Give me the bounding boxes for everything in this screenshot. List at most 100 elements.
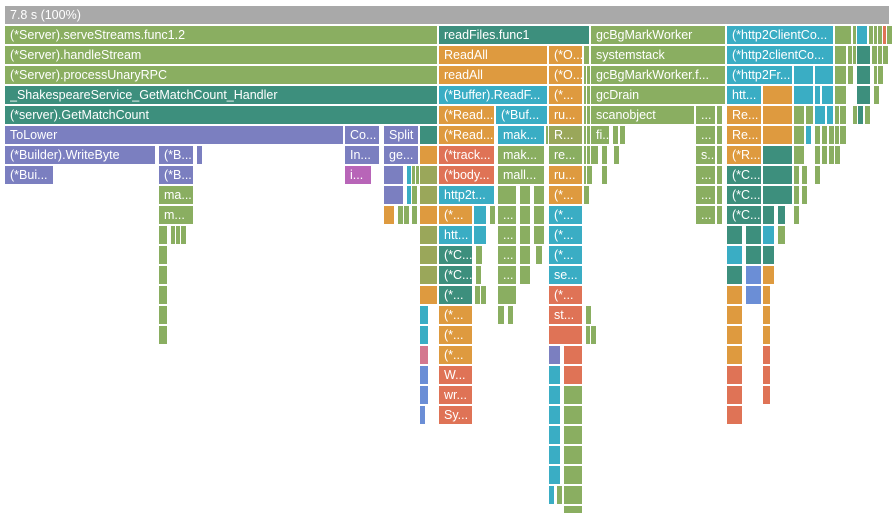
flame-frame-unlabeled[interactable] [793, 145, 805, 165]
flame-frame-unlabeled[interactable] [419, 245, 438, 265]
flame-frame[interactable]: (*R... [726, 145, 762, 165]
flame-frame[interactable]: ... [695, 205, 716, 225]
flame-frame-unlabeled[interactable] [762, 85, 793, 105]
flame-frame[interactable]: (*O... [548, 65, 583, 85]
flame-frame-unlabeled[interactable] [834, 65, 847, 85]
flame-frame[interactable]: gcBgMarkWorker.f... [590, 65, 726, 85]
flame-frame-unlabeled[interactable] [590, 325, 597, 345]
flame-frame-unlabeled[interactable] [411, 205, 418, 225]
flame-frame[interactable]: (*Read... [438, 125, 495, 145]
flame-frame[interactable]: readAll [438, 65, 548, 85]
flame-frame-unlabeled[interactable] [158, 305, 168, 325]
flame-frame-unlabeled[interactable] [519, 185, 531, 205]
flame-frame-unlabeled[interactable] [762, 145, 793, 165]
flame-frame-unlabeled[interactable] [856, 25, 868, 45]
flame-frame[interactable]: W... [438, 365, 473, 385]
flame-frame-unlabeled[interactable] [857, 105, 864, 125]
flame-frame[interactable]: ... [695, 165, 716, 185]
flame-frame-unlabeled[interactable] [563, 405, 583, 425]
flame-frame-unlabeled[interactable] [745, 285, 762, 305]
flame-frame-unlabeled[interactable] [507, 305, 514, 325]
flame-frame-unlabeled[interactable] [519, 265, 531, 285]
flame-frame-unlabeled[interactable] [533, 205, 545, 225]
flame-frame[interactable]: mak... [497, 125, 545, 145]
flame-frame-unlabeled[interactable] [726, 225, 743, 245]
flame-frame-unlabeled[interactable] [619, 125, 626, 145]
flame-frame-unlabeled[interactable] [535, 245, 543, 265]
flame-frame[interactable]: (*C... [726, 165, 762, 185]
flame-frame-unlabeled[interactable] [419, 165, 438, 185]
flame-frame[interactable]: systemstack [590, 45, 726, 65]
flame-frame[interactable]: (*... [548, 245, 583, 265]
flame-frame-unlabeled[interactable] [716, 145, 723, 165]
flame-frame-unlabeled[interactable] [383, 165, 404, 185]
flame-frame-unlabeled[interactable] [762, 165, 793, 185]
flame-frame-unlabeled[interactable] [834, 85, 847, 105]
flame-frame[interactable]: In... [344, 145, 380, 165]
flame-frame-unlabeled[interactable] [419, 125, 438, 145]
flame-frame-unlabeled[interactable] [814, 85, 821, 105]
flame-frame-unlabeled[interactable] [826, 105, 834, 125]
flame-frame-unlabeled[interactable] [726, 245, 743, 265]
flame-frame-unlabeled[interactable] [419, 305, 429, 325]
flame-root-frame[interactable]: 7.8 s (100%) [4, 5, 890, 25]
flame-frame-unlabeled[interactable] [548, 345, 561, 365]
flame-frame-unlabeled[interactable] [196, 145, 203, 165]
flame-frame-unlabeled[interactable] [419, 345, 429, 365]
flame-frame-unlabeled[interactable] [613, 145, 620, 165]
flame-frame-unlabeled[interactable] [585, 305, 592, 325]
flame-frame-unlabeled[interactable] [497, 305, 505, 325]
flame-frame-unlabeled[interactable] [873, 85, 880, 105]
flame-frame-unlabeled[interactable] [726, 285, 743, 305]
flame-frame-unlabeled[interactable] [834, 45, 847, 65]
flame-frame[interactable]: (*... [548, 285, 583, 305]
flame-frame[interactable]: (*... [438, 205, 473, 225]
flame-frame-unlabeled[interactable] [716, 165, 723, 185]
flame-frame-unlabeled[interactable] [563, 505, 583, 514]
flame-frame[interactable]: htt... [726, 85, 762, 105]
flame-frame-unlabeled[interactable] [726, 345, 743, 365]
flame-frame-unlabeled[interactable] [473, 205, 487, 225]
flame-frame-unlabeled[interactable] [497, 285, 517, 305]
flame-frame-unlabeled[interactable] [583, 185, 590, 205]
flame-frame-unlabeled[interactable] [814, 165, 821, 185]
flame-frame-unlabeled[interactable] [726, 325, 743, 345]
flame-frame[interactable]: (*Builder).WriteByte [4, 145, 156, 165]
flame-frame[interactable]: Sy... [438, 405, 473, 425]
flame-frame[interactable]: (*C... [726, 185, 762, 205]
flame-frame-unlabeled[interactable] [180, 225, 187, 245]
flame-frame[interactable]: (*http2ClientCo... [726, 25, 834, 45]
flame-frame[interactable]: htt... [438, 225, 473, 245]
flame-frame-unlabeled[interactable] [777, 205, 786, 225]
flame-frame[interactable]: (*... [438, 285, 473, 305]
flame-frame-unlabeled[interactable] [745, 265, 762, 285]
flame-frame[interactable]: (*Server).processUnaryRPC [4, 65, 438, 85]
flame-frame[interactable]: (*O... [548, 45, 583, 65]
flame-frame-unlabeled[interactable] [419, 265, 438, 285]
flame-frame[interactable]: (*C... [726, 205, 762, 225]
flame-frame-unlabeled[interactable] [583, 45, 590, 65]
flame-frame[interactable]: Split [383, 125, 419, 145]
flame-frame-unlabeled[interactable] [762, 285, 771, 305]
flame-frame[interactable]: (*Buf... [495, 105, 548, 125]
flame-frame-unlabeled[interactable] [489, 205, 496, 225]
flame-frame-unlabeled[interactable] [556, 485, 563, 505]
flame-frame-unlabeled[interactable] [158, 225, 168, 245]
flame-frame[interactable]: (*http2clientCo... [726, 45, 834, 65]
flame-frame[interactable]: ToLower [4, 125, 344, 145]
flame-frame[interactable]: (*Bui... [4, 165, 54, 185]
flame-frame-unlabeled[interactable] [856, 45, 871, 65]
flame-frame-unlabeled[interactable] [473, 225, 487, 245]
flame-frame[interactable]: _ShakespeareService_GetMatchCount_Handle… [4, 85, 438, 105]
flame-frame-unlabeled[interactable] [839, 125, 847, 145]
flame-frame[interactable]: (*Read... [438, 105, 495, 125]
flame-frame-unlabeled[interactable] [762, 385, 771, 405]
flame-frame-unlabeled[interactable] [793, 205, 800, 225]
flame-frame-unlabeled[interactable] [383, 205, 395, 225]
flame-frame-unlabeled[interactable] [793, 125, 805, 145]
flame-frame[interactable]: ru... [548, 165, 583, 185]
flame-frame-unlabeled[interactable] [814, 65, 834, 85]
flame-frame-unlabeled[interactable] [601, 145, 608, 165]
flame-frame[interactable]: ... [497, 205, 517, 225]
